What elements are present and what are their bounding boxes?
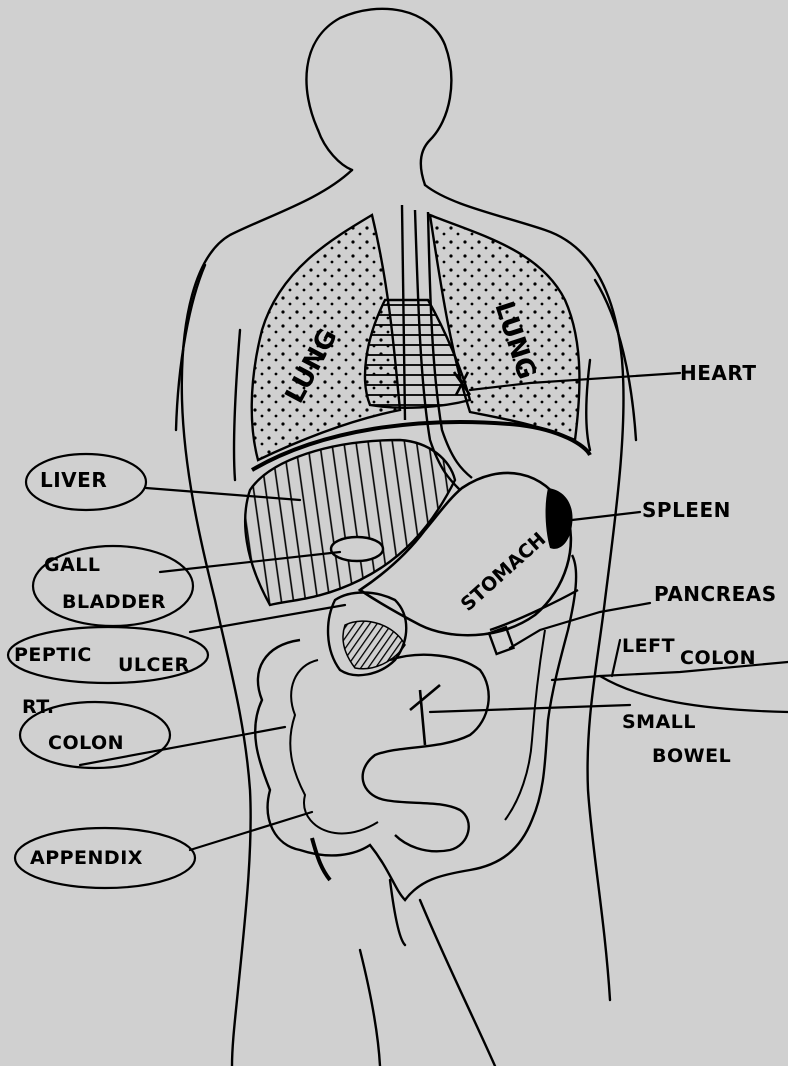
head-outline <box>306 9 451 185</box>
small-bowel <box>363 655 489 852</box>
right-inner-line <box>586 360 590 450</box>
liver-label: LIVER <box>40 470 107 490</box>
colon-inner <box>290 660 378 833</box>
spleen-label: SPLEEN <box>642 500 731 520</box>
left-colon-leader-2 <box>600 676 788 712</box>
left-colon-box <box>612 640 620 676</box>
heart-label: HEART <box>680 363 757 383</box>
gall-bladder-label-line1: GALL <box>44 555 101 575</box>
peptic-ulcer-label-line1: PEPTIC <box>14 645 92 665</box>
gall-bladder-label-line2: BLADDER <box>62 592 166 612</box>
spleen-leader <box>572 512 640 520</box>
left-arm-outline <box>176 265 205 430</box>
gall-bladder <box>331 537 383 561</box>
pancreas-label: PANCREAS <box>654 584 777 604</box>
appendix-label: APPENDIX <box>30 848 143 868</box>
small-bowel-leader <box>430 705 630 712</box>
small-bowel-label-line1: SMALL <box>622 712 696 732</box>
neck-left <box>318 130 352 170</box>
small-bowel-label-line2: BOWEL <box>652 746 731 766</box>
peptic-ulcer-label-line2: ULCER <box>118 655 190 675</box>
left-colon-inner <box>505 630 545 820</box>
right-arm-outline <box>595 280 636 440</box>
peptic-ulcer-leader <box>190 605 345 632</box>
right-leg-outline <box>420 900 495 1066</box>
left-colon-label-line1: LEFT <box>622 636 675 656</box>
left-colon-label-line2: COLON <box>680 648 756 668</box>
left-inner-line <box>234 330 240 480</box>
small-bowel-marker <box>410 685 440 745</box>
left-leg-outline <box>360 950 380 1066</box>
rt-colon-label-line2: COLON <box>48 733 124 753</box>
appendix <box>312 838 330 880</box>
rt-colon-label-line1: RT. <box>22 697 55 717</box>
peptic-ulcer <box>343 621 405 669</box>
